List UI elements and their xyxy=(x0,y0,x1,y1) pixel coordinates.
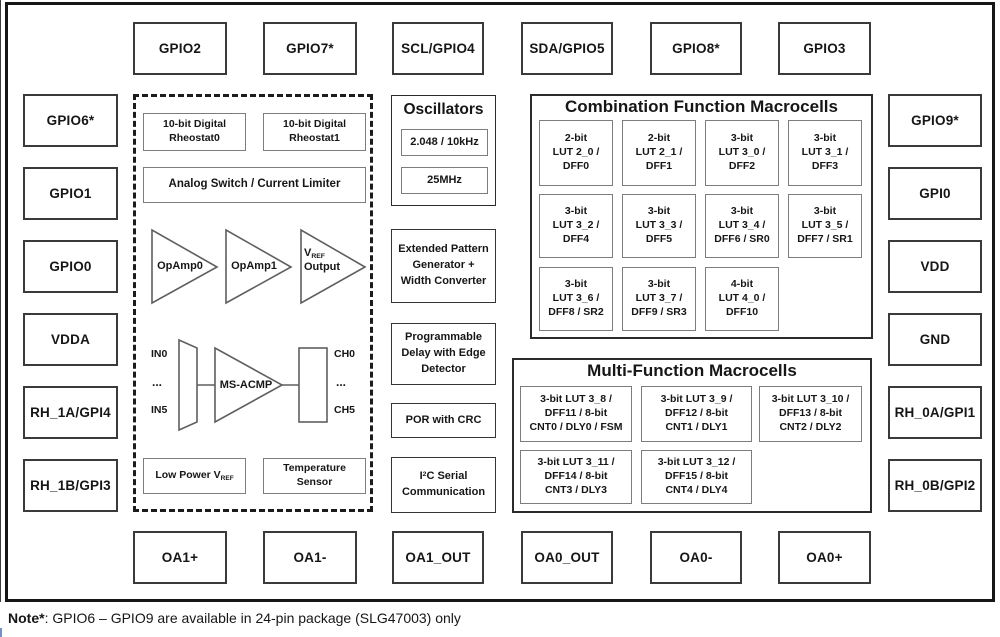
pin-gnd: GND xyxy=(888,313,982,366)
opamp1-triangle xyxy=(225,228,293,305)
pin-sda-gpio5: SDA/GPIO5 xyxy=(521,22,613,75)
acmp-channel-box xyxy=(298,347,328,423)
pin-rh-1a-gpi4: RH_1A/GPI4 xyxy=(23,386,118,439)
vref-output-label: VREF Output xyxy=(304,247,341,274)
scan-edge-line xyxy=(0,0,1,602)
temperature-sensor-box: Temperature Sensor xyxy=(263,458,366,494)
extended-pattern-box: Extended Pattern Generator + Width Conve… xyxy=(391,229,496,303)
acmp-in5-label: IN5 xyxy=(151,404,168,416)
footnote: Note*: GPIO6 – GPIO9 are available in 24… xyxy=(8,610,461,626)
pin-oa1-plus: OA1+ xyxy=(133,531,227,584)
pin-vdda: VDDA xyxy=(23,313,118,366)
pin-rh-0b-gpi2: RH_0B/GPI2 xyxy=(888,459,982,512)
opamp1-label: OpAmp1 xyxy=(231,260,277,272)
opamp0-label: OpAmp0 xyxy=(157,260,203,272)
prog-delay-box: Programmable Delay with Edge Detector xyxy=(391,323,496,385)
acmp-triangle xyxy=(214,346,284,424)
acmp-ch0-label: CH0 xyxy=(334,348,356,360)
oscillator-freq2-box: 25MHz xyxy=(401,167,488,194)
scan-edge-blue-tick xyxy=(0,628,2,637)
footnote-text: : GPIO6 – GPIO9 are available in 24-pin … xyxy=(44,610,461,626)
pin-vdd: VDD xyxy=(888,240,982,293)
acmp-input-mux xyxy=(178,338,198,432)
vref-output-triangle xyxy=(300,228,367,305)
rheostat1-line2: Rheostat1 xyxy=(289,132,340,144)
pin-gpio1: GPIO1 xyxy=(23,167,118,220)
pin-oa0-out: OA0_OUT xyxy=(521,531,613,584)
low-power-vref-box: Low Power VREF xyxy=(143,458,246,494)
rheostat1-box: 10-bit Digital Rheostat1 xyxy=(263,113,366,151)
analog-shapes xyxy=(151,228,367,432)
i2c-box: I2C Serial Communication xyxy=(391,457,496,513)
pin-oa1-minus: OA1- xyxy=(263,531,357,584)
oscillators-title: Oscillators xyxy=(403,101,484,118)
pin-gpio9: GPIO9* xyxy=(888,94,982,147)
opamp0-triangle xyxy=(151,228,219,305)
por-crc-box: POR with CRC xyxy=(391,403,496,438)
combination-macrocells-title: Combination Function Macrocells xyxy=(565,97,838,116)
acmp-in-dots: ... xyxy=(152,375,163,389)
pin-gpio7: GPIO7* xyxy=(263,22,357,75)
acmp-ch5-label: CH5 xyxy=(334,404,356,416)
oscillator-freq1-box: 2.048 / 10kHz xyxy=(401,129,488,156)
acmp-ch-dots: ... xyxy=(336,375,347,389)
chip-outline xyxy=(5,2,995,602)
pin-gpio0: GPIO0 xyxy=(23,240,118,293)
pin-scl-gpio4: SCL/GPIO4 xyxy=(392,22,484,75)
pin-gpi0: GPI0 xyxy=(888,167,982,220)
analog-switch-box: Analog Switch / Current Limiter xyxy=(143,167,366,203)
analog-macrocells-region xyxy=(133,94,373,512)
multi-function-macrocells-title: Multi-Function Macrocells xyxy=(587,361,797,380)
temp-line1: Temperature xyxy=(283,462,346,475)
footnote-bold: Note* xyxy=(8,610,45,626)
pin-oa1-out: OA1_OUT xyxy=(392,531,484,584)
ms-acmp-label: MS-ACMP xyxy=(219,379,273,391)
acmp-in0-label: IN0 xyxy=(151,348,168,360)
pin-rh-0a-gpi1: RH_0A/GPI1 xyxy=(888,386,982,439)
rheostat0-line1: 10-bit Digital xyxy=(162,118,226,131)
pin-rh-1b-gpi3: RH_1B/GPI3 xyxy=(23,459,118,512)
rheostat1-line1: 10-bit Digital xyxy=(282,118,346,131)
pin-gpio3: GPIO3 xyxy=(778,22,871,75)
analog-switch-label: Analog Switch / Current Limiter xyxy=(168,178,341,191)
pin-oa0-plus: OA0+ xyxy=(778,531,871,584)
pin-gpio6: GPIO6* xyxy=(23,94,118,147)
pin-oa0-minus: OA0- xyxy=(650,531,742,584)
pin-gpio2: GPIO2 xyxy=(133,22,227,75)
rheostat0-line2: Rheostat0 xyxy=(169,132,220,144)
pin-gpio8: GPIO8* xyxy=(650,22,742,75)
rheostat0-box: 10-bit Digital Rheostat0 xyxy=(143,113,246,151)
temp-line2: Sensor xyxy=(296,476,333,488)
